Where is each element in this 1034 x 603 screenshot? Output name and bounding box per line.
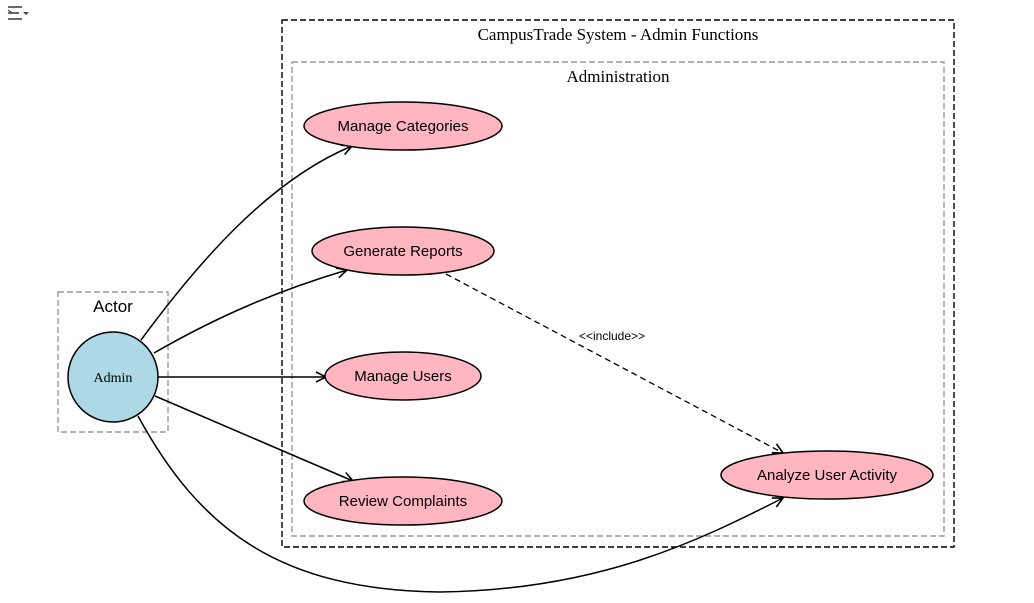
association-lines xyxy=(137,146,783,593)
actor-group-label: Actor xyxy=(93,297,133,316)
use-case-label: Manage Users xyxy=(354,368,452,385)
system-title: CampusTrade System - Admin Functions xyxy=(478,25,759,44)
filter-list-icon xyxy=(7,6,29,20)
actor-group xyxy=(57,291,169,433)
actor-admin[interactable]: Admin xyxy=(67,331,159,423)
association-manage-categories xyxy=(140,146,352,341)
use-case-review-complaints[interactable]: Review Complaints xyxy=(303,476,503,526)
administration-package xyxy=(291,61,945,537)
include-relationship xyxy=(445,273,783,453)
package-title: Administration xyxy=(567,67,670,86)
use-case-generate-reports[interactable]: Generate Reports xyxy=(311,226,495,276)
system-boundary xyxy=(281,19,955,548)
menu-button[interactable] xyxy=(4,3,32,25)
use-case-manage-users[interactable]: Manage Users xyxy=(324,351,482,401)
include-label: <<include>> xyxy=(579,329,645,343)
use-case-label: Manage Categories xyxy=(338,118,469,135)
use-case-label: Review Complaints xyxy=(339,493,467,510)
association-generate-reports xyxy=(153,270,347,354)
use-case-manage-categories[interactable]: Manage Categories xyxy=(303,101,503,151)
use-case-label: Generate Reports xyxy=(343,243,462,260)
use-case-label: Analyze User Activity xyxy=(757,467,898,484)
actor-name: Admin xyxy=(94,371,133,386)
association-analyze-user-activity xyxy=(137,415,783,593)
association-review-complaints xyxy=(154,395,353,481)
use-case-analyze-user-activity[interactable]: Analyze User Activity xyxy=(720,450,934,500)
